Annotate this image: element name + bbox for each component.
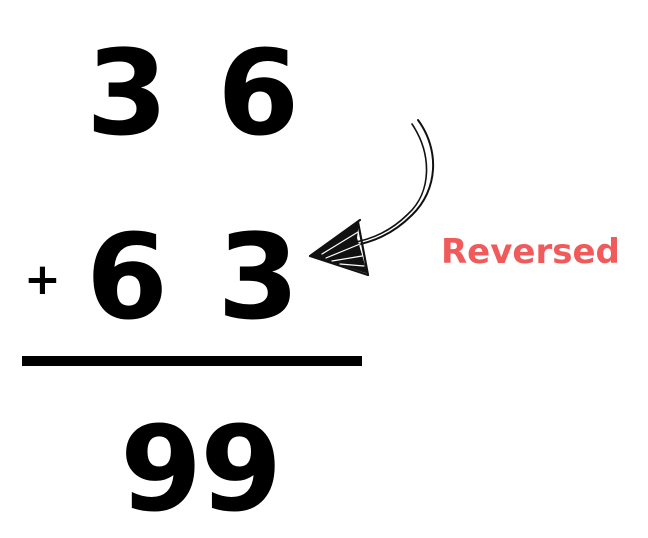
plus-sign: + xyxy=(24,254,61,305)
second-digit-tens: 6 xyxy=(86,208,173,346)
top-number: 3 6 xyxy=(86,34,303,152)
top-digit-ones: 6 xyxy=(217,24,304,162)
curved-arrow-icon xyxy=(308,119,435,277)
second-number: 6 3 xyxy=(86,218,303,336)
sum-line xyxy=(22,356,362,366)
result-number: 99 xyxy=(120,400,282,538)
reversed-annotation-label: Reversed xyxy=(441,232,620,272)
second-digit-ones: 3 xyxy=(217,208,304,346)
top-digit-tens: 3 xyxy=(86,24,173,162)
arrow-head-outline xyxy=(308,218,370,277)
arrow-shaft-second-stroke xyxy=(349,123,428,244)
arrow-shaft xyxy=(351,119,435,247)
